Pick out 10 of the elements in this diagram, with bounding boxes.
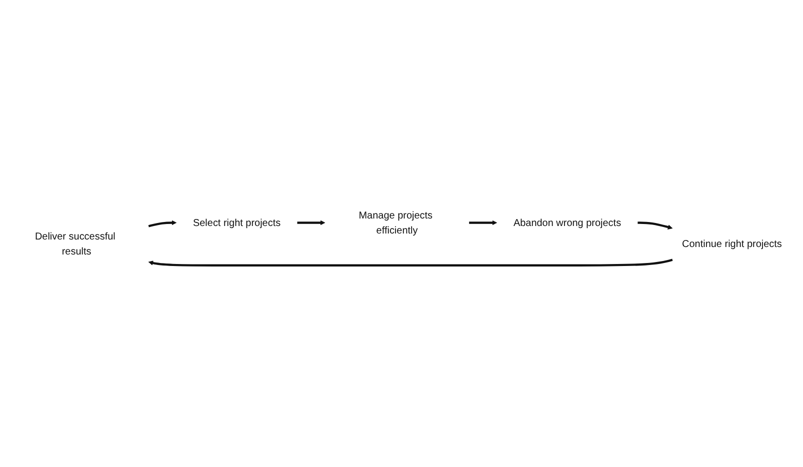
- node-text: Manage projects efficiently: [358, 210, 433, 236]
- arrow: [148, 220, 177, 228]
- arrow: [148, 258, 673, 267]
- arrow: [297, 220, 326, 226]
- node-text: Abandon wrong projects: [513, 217, 622, 228]
- arrow: [469, 220, 498, 226]
- node-text: Select right projects: [192, 217, 281, 228]
- node-text: Continue right projects: [682, 238, 782, 250]
- node-text: Deliver successful results: [34, 230, 116, 257]
- arrow: [638, 222, 673, 230]
